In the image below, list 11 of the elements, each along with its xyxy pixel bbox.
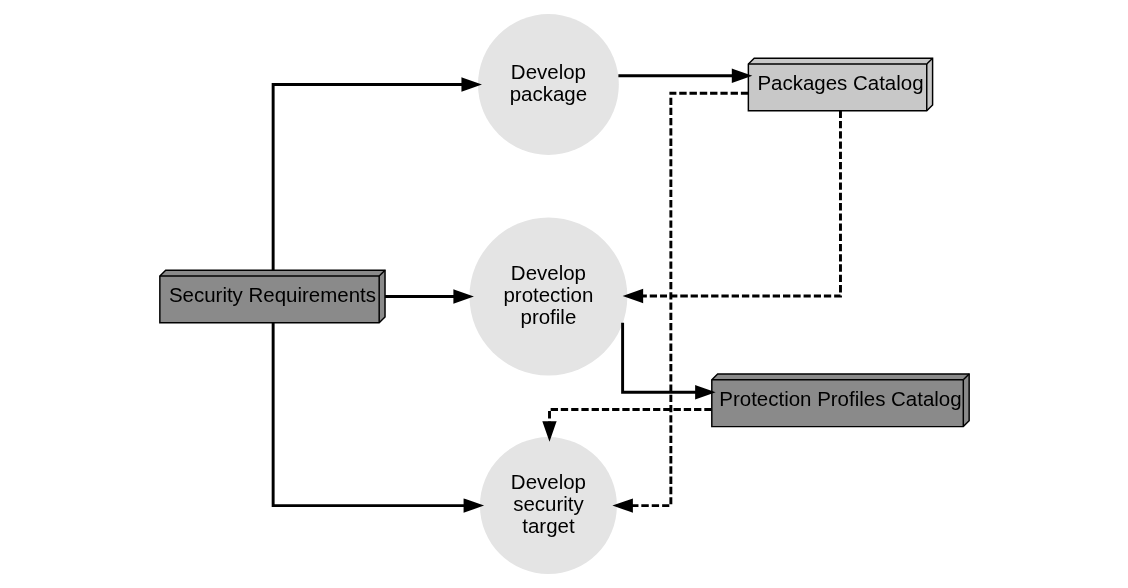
arrow: [384, 289, 474, 304]
node-circle: Develop protection profile: [469, 217, 627, 376]
arrow: [541, 408, 712, 442]
arrow: [271, 77, 482, 271]
arrow: [622, 110, 842, 304]
arrow: [271, 322, 484, 513]
arrow: [620, 322, 716, 400]
arrow: [617, 68, 752, 83]
node-circle: Develop package: [477, 14, 619, 155]
arrow: [611, 91, 748, 513]
node-circle: Develop security target: [479, 437, 617, 575]
